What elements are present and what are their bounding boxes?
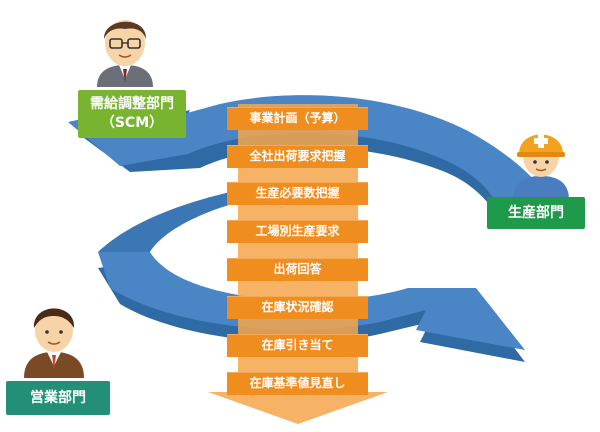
process-step-5: 出荷回答 (227, 258, 368, 281)
process-step-3: 生産必要数把握 (227, 182, 368, 205)
upper-arrow (68, 95, 548, 210)
process-step-6: 在庫状況確認 (227, 296, 368, 319)
salesperson-icon (24, 308, 84, 378)
process-step-2: 全社出荷要求把握 (227, 145, 368, 168)
worker-with-helmet-icon (513, 134, 569, 200)
manager-person-icon (97, 20, 153, 87)
production-department-label: 生産部門 (487, 197, 585, 229)
scm-department-label: 需給調整部門 （SCM） (78, 90, 186, 138)
process-step-1: 事業計画（予算） (227, 107, 368, 130)
process-step-7: 在庫引き当て (227, 334, 368, 357)
scm-department-abbr: （SCM） (100, 115, 164, 131)
process-step-8: 在庫基準値見直し (227, 372, 368, 395)
lower-arrow-ring-left (98, 192, 240, 252)
process-step-4: 工場別生産要求 (227, 220, 368, 243)
sales-department-label: 営業部門 (6, 381, 110, 415)
scm-department-name: 需給調整部門 (90, 96, 174, 112)
